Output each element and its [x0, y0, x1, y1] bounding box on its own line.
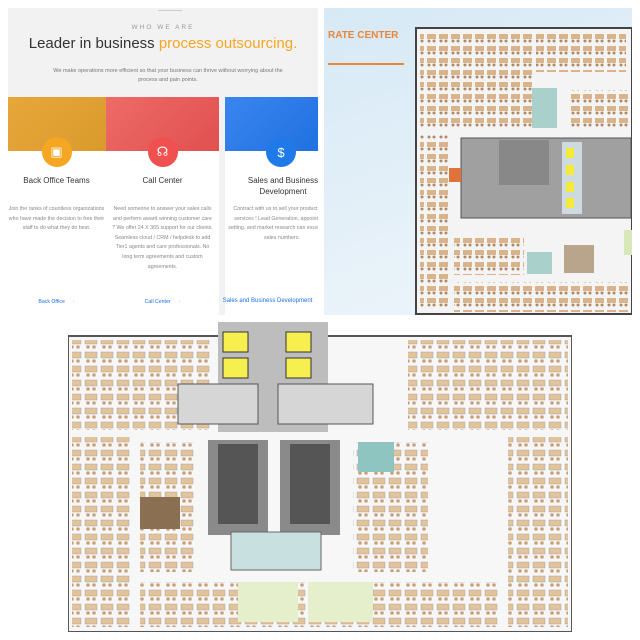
- link-label[interactable]: Sales and Business Development: [222, 298, 313, 304]
- floor-plan-drawing: [68, 322, 572, 632]
- card-title: Back Office Teams: [23, 176, 90, 185]
- floor-plan-drawing: [415, 27, 632, 315]
- section-title: Leader in business process outsourcing.: [8, 35, 318, 52]
- dollar-icon: $: [266, 137, 296, 167]
- title-plain: Leader in business: [28, 35, 159, 52]
- floor-plan-top: RATE CENTER: [324, 8, 632, 315]
- section-subtitle: We make operations more efficient so tha…: [53, 68, 283, 83]
- card-title: Call Center: [142, 176, 183, 185]
- presentation-icon: ▣: [41, 137, 72, 167]
- title-highlight: process outsourcing.: [158, 35, 298, 52]
- section-kicker: WHO WE ARE: [131, 24, 195, 31]
- floor-plan-bottom: [68, 322, 572, 632]
- card-body: Contract with us to sell your products a…: [228, 206, 318, 241]
- card-title: Sales and Business Development: [247, 176, 318, 196]
- website-section: WHO WE ARE Leader in business process ou…: [8, 8, 318, 315]
- chevron-right-icon: ›: [72, 299, 75, 305]
- card-link[interactable]: Back Office ›: [8, 299, 113, 305]
- card-sales: $ Sales and Business Development Contrac…: [223, 97, 318, 315]
- card-body: Join the ranks of countless organization…: [8, 206, 105, 232]
- plan-caption: RATE CENTER: [328, 30, 399, 41]
- chevron-right-icon: ›: [178, 299, 181, 305]
- card-body: Need someone to answer your sales calls …: [112, 206, 213, 270]
- card-link[interactable]: Sales and Business Development: [217, 298, 318, 304]
- card-link[interactable]: Call Center ›: [106, 299, 219, 305]
- headset-icon: ☊: [147, 137, 178, 167]
- divider: [158, 10, 182, 11]
- link-label[interactable]: Call Center: [144, 299, 171, 305]
- card-call-center: ☊ Call Center Need someone to answer you…: [106, 97, 219, 315]
- link-label[interactable]: Back Office: [38, 299, 65, 305]
- caption-underline: [328, 63, 404, 65]
- card-back-office: ▣ Back Office Teams Join the ranks of co…: [8, 97, 113, 315]
